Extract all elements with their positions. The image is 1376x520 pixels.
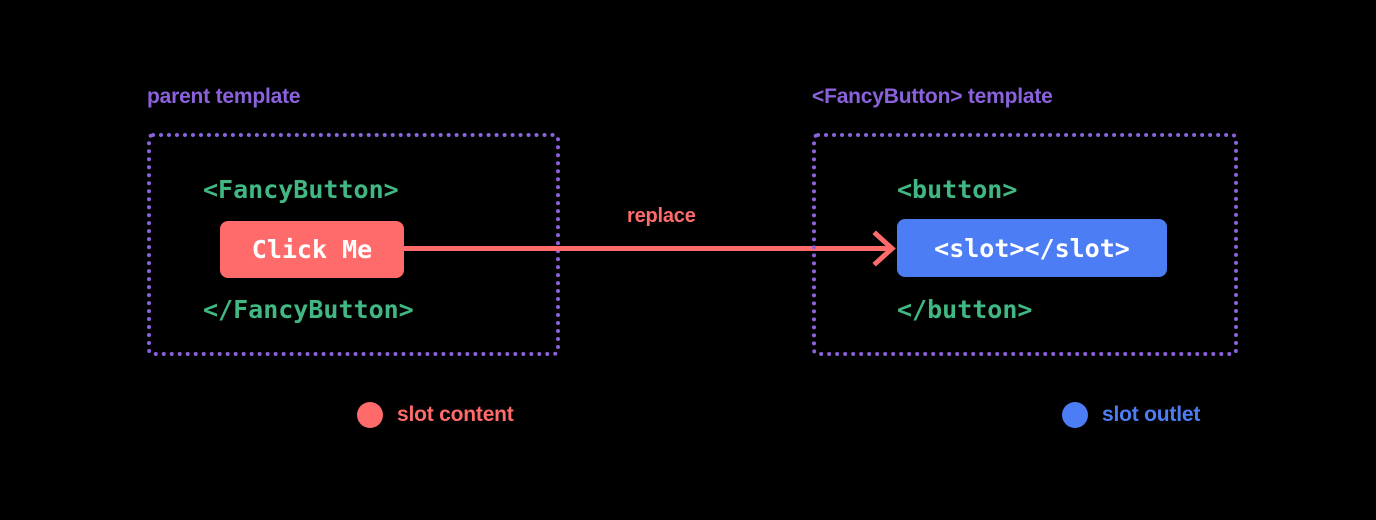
fancybutton-template-title: <FancyButton> template xyxy=(812,85,1053,108)
legend-item-slot-outlet: slot outlet xyxy=(1062,402,1200,428)
replace-arrow-icon xyxy=(404,230,896,267)
code-open-fancybutton-tag: <FancyButton> xyxy=(203,175,399,204)
slot-outlet-pill[interactable]: <slot></slot> xyxy=(897,219,1167,277)
parent-template-title: parent template xyxy=(147,85,301,108)
parent-template-box xyxy=(147,133,560,356)
fancybutton-template-box xyxy=(812,133,1238,356)
legend-dot-icon xyxy=(357,402,383,428)
legend-item-slot-content: slot content xyxy=(357,402,514,428)
replace-arrow-label: replace xyxy=(627,205,696,227)
code-open-button-tag: <button> xyxy=(897,175,1018,204)
slot-content-pill[interactable]: Click Me xyxy=(220,221,404,278)
legend-label-slot-outlet: slot outlet xyxy=(1102,403,1201,426)
replace-arrow xyxy=(404,228,904,270)
code-close-button-tag: </button> xyxy=(897,295,1033,324)
legend-label-slot-content: slot content xyxy=(397,403,514,426)
code-close-fancybutton-tag: </FancyButton> xyxy=(203,295,414,324)
legend-dot-icon xyxy=(1062,402,1088,428)
